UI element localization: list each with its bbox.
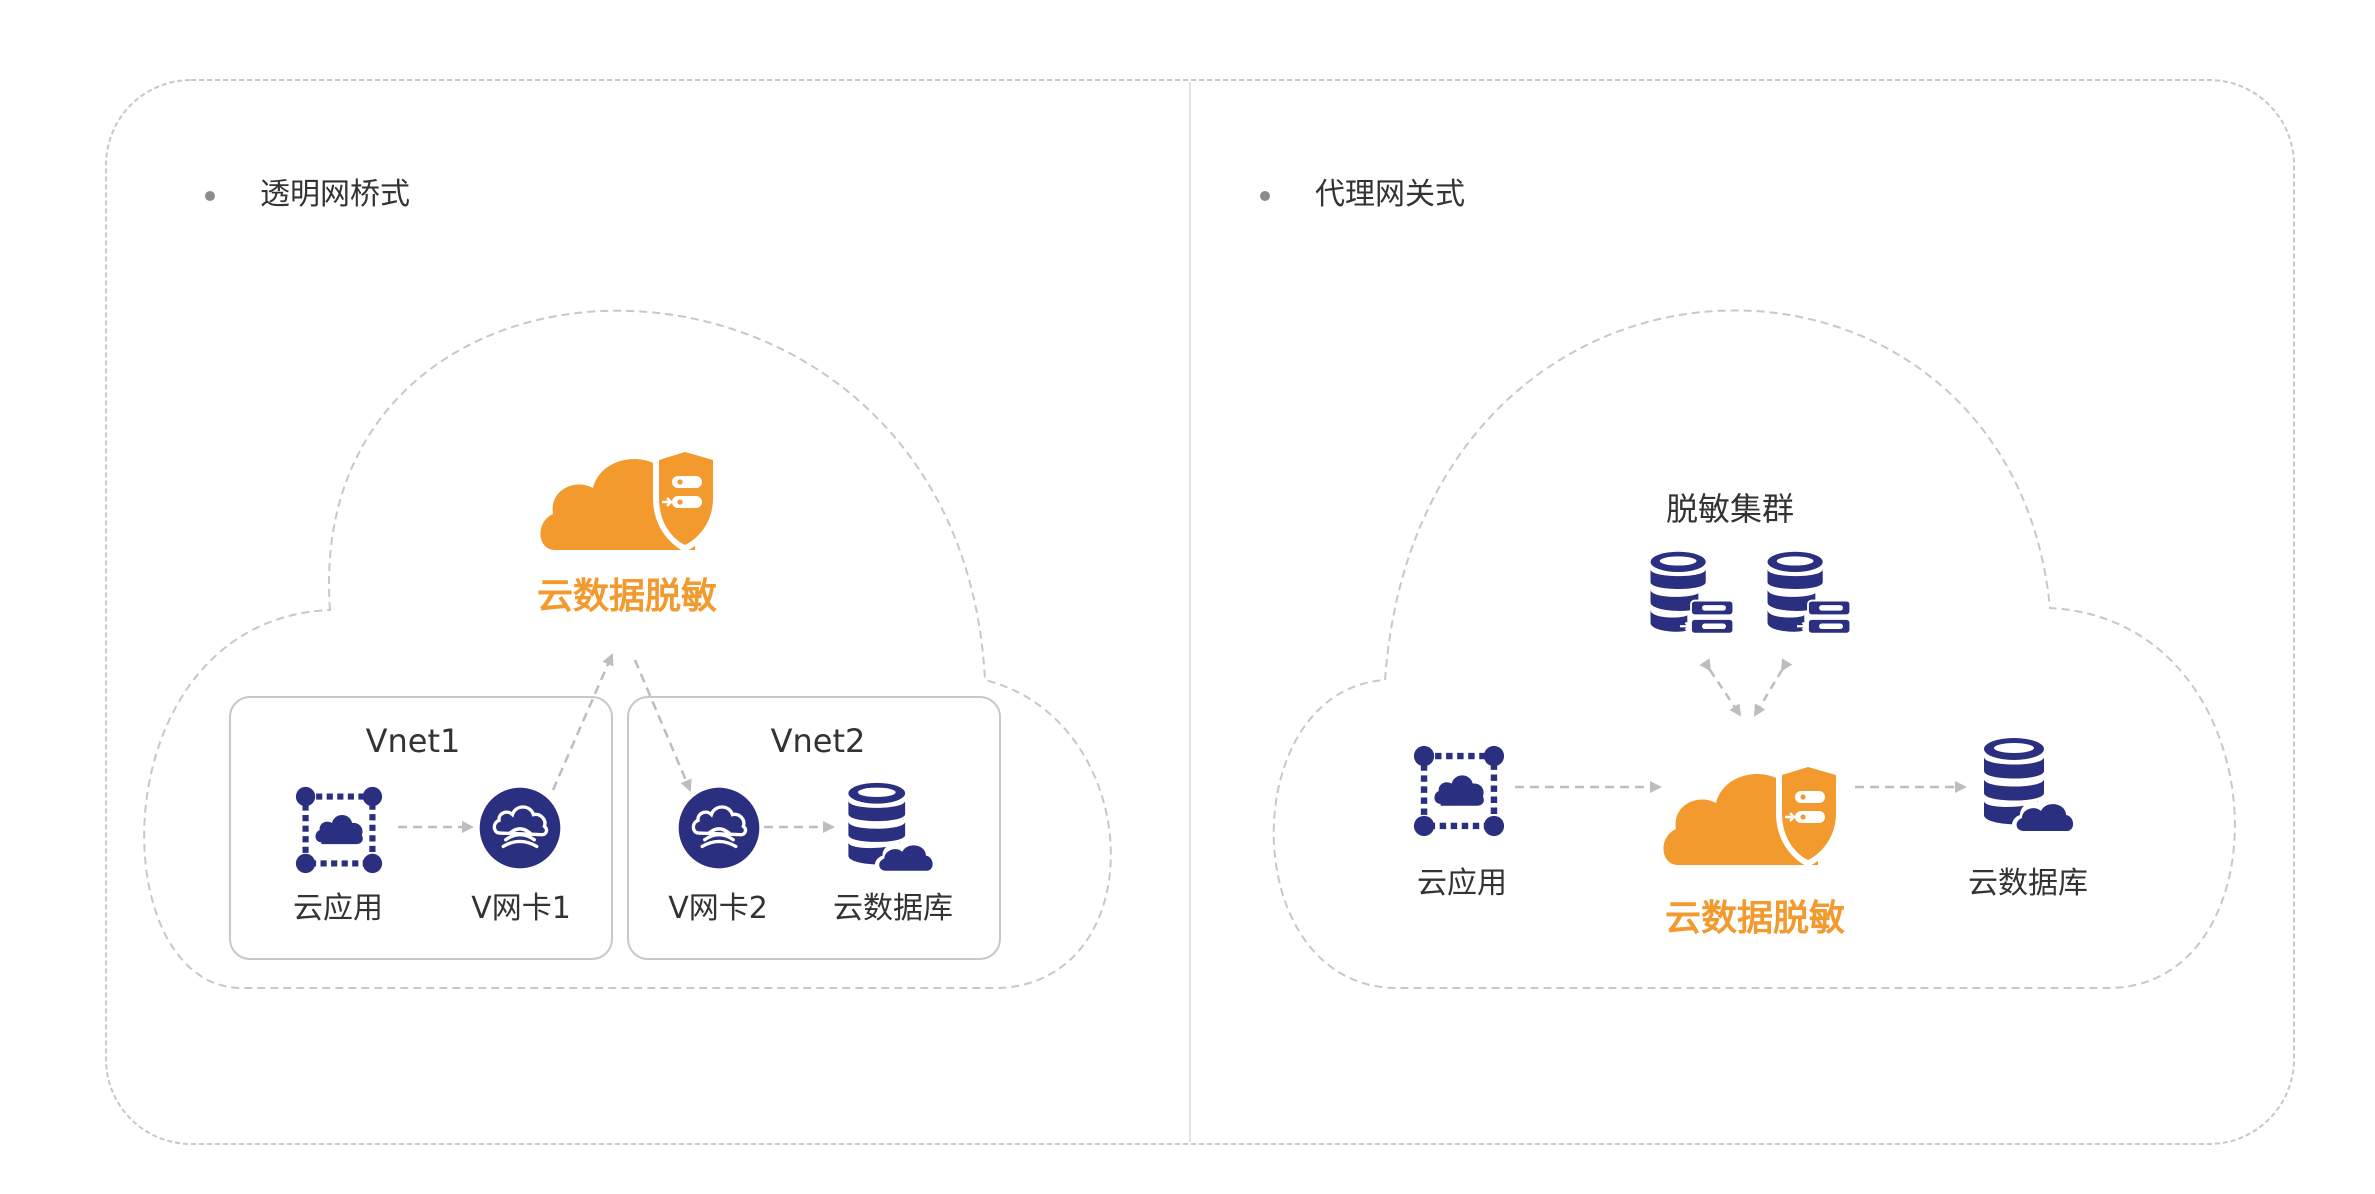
right-heading: 代理网关式 (1315, 177, 1465, 212)
cloud-shield-icon (1662, 759, 1844, 869)
cloud-database-icon (1984, 738, 2079, 835)
left-panel: 透明网桥式 云数据脱敏 Vnet1 云应用 V网卡1 Vnet2 V网卡2 云数… (143, 177, 1112, 989)
right-panel: 代理网关式 脱敏集群 云应用 云数据脱敏 云数据库 (1260, 177, 2236, 989)
vnet1-box (229, 696, 613, 960)
cloud-database-icon (848, 782, 939, 875)
cluster-label: 脱敏集群 (1666, 490, 1794, 528)
left-cloud-outline (143, 309, 1112, 989)
vnet2-box (627, 696, 1001, 960)
left-heading: 透明网桥式 (260, 177, 410, 212)
cloud-app-icon (296, 787, 382, 873)
arrow-brand-to-nic2 (633, 659, 692, 792)
right-app-label: 云应用 (1417, 866, 1507, 901)
database-server-icon (1649, 550, 1735, 635)
cloud-app-icon (1414, 746, 1504, 836)
vnet2-db-label: 云数据库 (833, 891, 953, 926)
outer-frame (105, 79, 2295, 1145)
vnet2-nic-label: V网卡2 (668, 891, 768, 926)
arrow-nic1-to-brand (551, 653, 614, 791)
cloud-wifi-icon (677, 786, 761, 870)
left-brand-label: 云数据脱敏 (537, 576, 717, 617)
arrow-cluster2-brand (1753, 658, 1793, 717)
database-server-icon (1766, 550, 1852, 635)
vnet1-nic-label: V网卡1 (471, 891, 571, 926)
right-bullet (1260, 191, 1270, 201)
left-bullet (205, 191, 215, 201)
right-db-label: 云数据库 (1968, 866, 2088, 901)
vnet1-title: Vnet1 (366, 722, 461, 760)
vnet2-title: Vnet2 (771, 722, 866, 760)
cloud-wifi-icon (478, 786, 562, 870)
right-cloud-outline (1272, 309, 2236, 989)
vnet1-app-label: 云应用 (293, 891, 383, 926)
arrow-cluster1-brand (1699, 658, 1742, 717)
right-brand-label: 云数据脱敏 (1665, 898, 1845, 939)
cloud-shield-icon (539, 444, 721, 554)
